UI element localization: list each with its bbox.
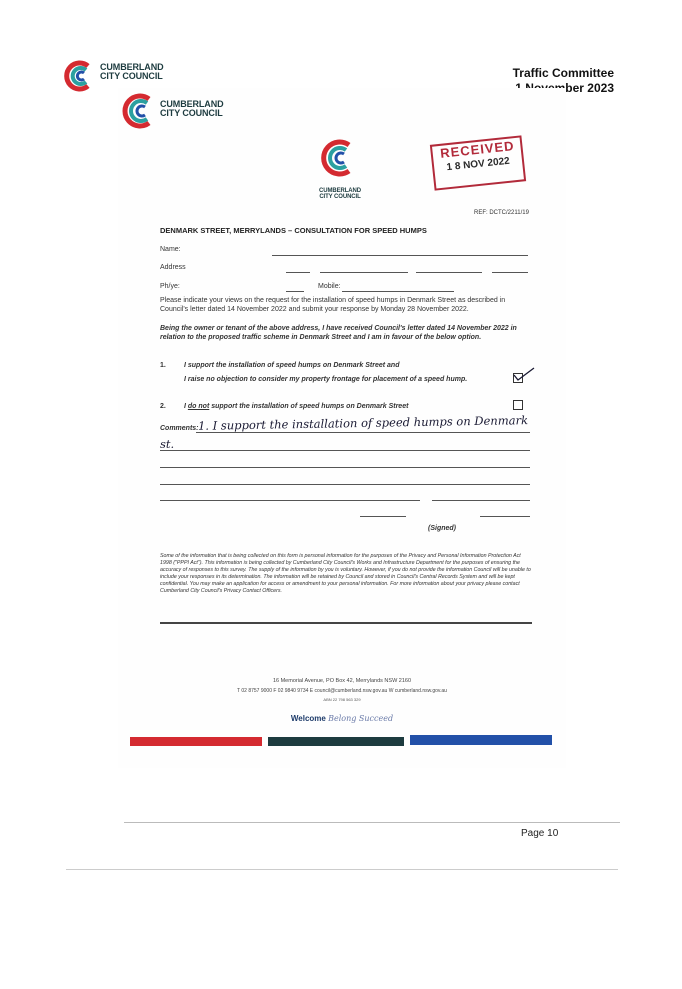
brand-bar-blue: [410, 735, 552, 745]
option2-text: I do not support the installation of spe…: [184, 403, 408, 410]
privacy-notice: Some of the information that is being co…: [160, 553, 531, 594]
council-name-line1: CUMBERLAND: [100, 62, 164, 72]
address-line-2: [320, 272, 408, 273]
center-logo-line2: CITY COUNCIL: [319, 194, 361, 200]
option2-text-underlined: do not: [187, 403, 210, 410]
council-name-line2: CITY COUNCIL: [100, 71, 163, 81]
scan-logo-line2: CITY COUNCIL: [160, 108, 223, 118]
bottom-rule: [66, 869, 618, 870]
brand-bar-red: [130, 737, 262, 746]
received-stamp: RECEIVED 1 8 NOV 2022: [429, 135, 527, 191]
instructions-text: Please indicate your views on the reques…: [160, 297, 506, 313]
comments-label: Comments:: [160, 425, 199, 432]
center-logo-text: CUMBERLAND CITY COUNCIL: [310, 188, 370, 200]
signature-line-1: [360, 516, 406, 517]
council-name: CUMBERLAND CITY COUNCIL: [100, 63, 164, 81]
checkmark-icon: [513, 367, 535, 381]
welcome-word: Welcome: [290, 714, 326, 723]
option2-checkbox[interactable]: [513, 400, 523, 410]
comment-line-4: [160, 484, 530, 485]
phone-label: Ph/ye:: [160, 283, 180, 290]
brand-bar-teal: [268, 737, 404, 746]
page-number: Page 10: [521, 828, 559, 839]
signature-line-2: [480, 516, 530, 517]
page-footer-rule: [124, 822, 620, 823]
committee-title: Traffic Committee: [512, 66, 614, 80]
footer-abn: ABN 22 798 563 329: [323, 697, 361, 702]
address-label: Address: [160, 264, 186, 271]
name-label: Name:: [160, 246, 181, 253]
scan-logo-text: CUMBERLAND CITY COUNCIL: [160, 100, 224, 118]
owner-statement: Being the owner or tenant of the above a…: [160, 325, 517, 341]
comment-line-6: [432, 500, 530, 501]
comment-line-1: [196, 432, 530, 433]
comment-line-2: [160, 450, 530, 451]
footer-contact: T 02 8757 9000 F 02 9840 9734 E council@…: [237, 688, 447, 694]
signed-label: (Signed): [428, 525, 456, 532]
comment-line-5: [160, 500, 420, 501]
option1-number: 1.: [160, 362, 166, 369]
council-logo-icon: [64, 60, 90, 92]
option2-text-a: I: [184, 403, 188, 410]
option2-text-c: support the installation of speed humps …: [209, 403, 409, 410]
option1-subtext: I raise no objection to consider my prop…: [184, 376, 468, 383]
welcome-slogan: Welcome Belong Succeed: [118, 714, 566, 723]
footer-address: 16 Memorial Avenue, PO Box 42, Merryland…: [272, 678, 412, 684]
privacy-divider: [160, 622, 532, 624]
handwritten-comment-line2: st.: [160, 437, 175, 451]
name-line: [272, 255, 528, 256]
center-logo-icon: [321, 139, 351, 177]
phone-line: [286, 291, 304, 292]
scanned-form: [118, 88, 566, 768]
option1-text: I support the installation of speed hump…: [184, 362, 400, 369]
reference-number: REF: DCTC/2211/19: [474, 210, 529, 216]
address-line-3: [416, 272, 482, 273]
option2-number: 2.: [160, 403, 166, 410]
scan-logo-icon: [122, 93, 151, 129]
address-line-4: [492, 272, 528, 273]
option1-checkbox[interactable]: [513, 373, 523, 383]
slogan-text: Belong Succeed: [328, 714, 394, 723]
mobile-line: [342, 291, 454, 292]
mobile-label: Mobile:: [318, 283, 341, 290]
comment-line-3: [160, 467, 530, 468]
center-logo-line1: CUMBERLAND: [319, 188, 361, 194]
address-line-1: [286, 272, 310, 273]
scan-logo-line1: CUMBERLAND: [160, 99, 224, 109]
form-title: DENMARK STREET, MERRYLANDS – CONSULTATIO…: [160, 226, 427, 235]
